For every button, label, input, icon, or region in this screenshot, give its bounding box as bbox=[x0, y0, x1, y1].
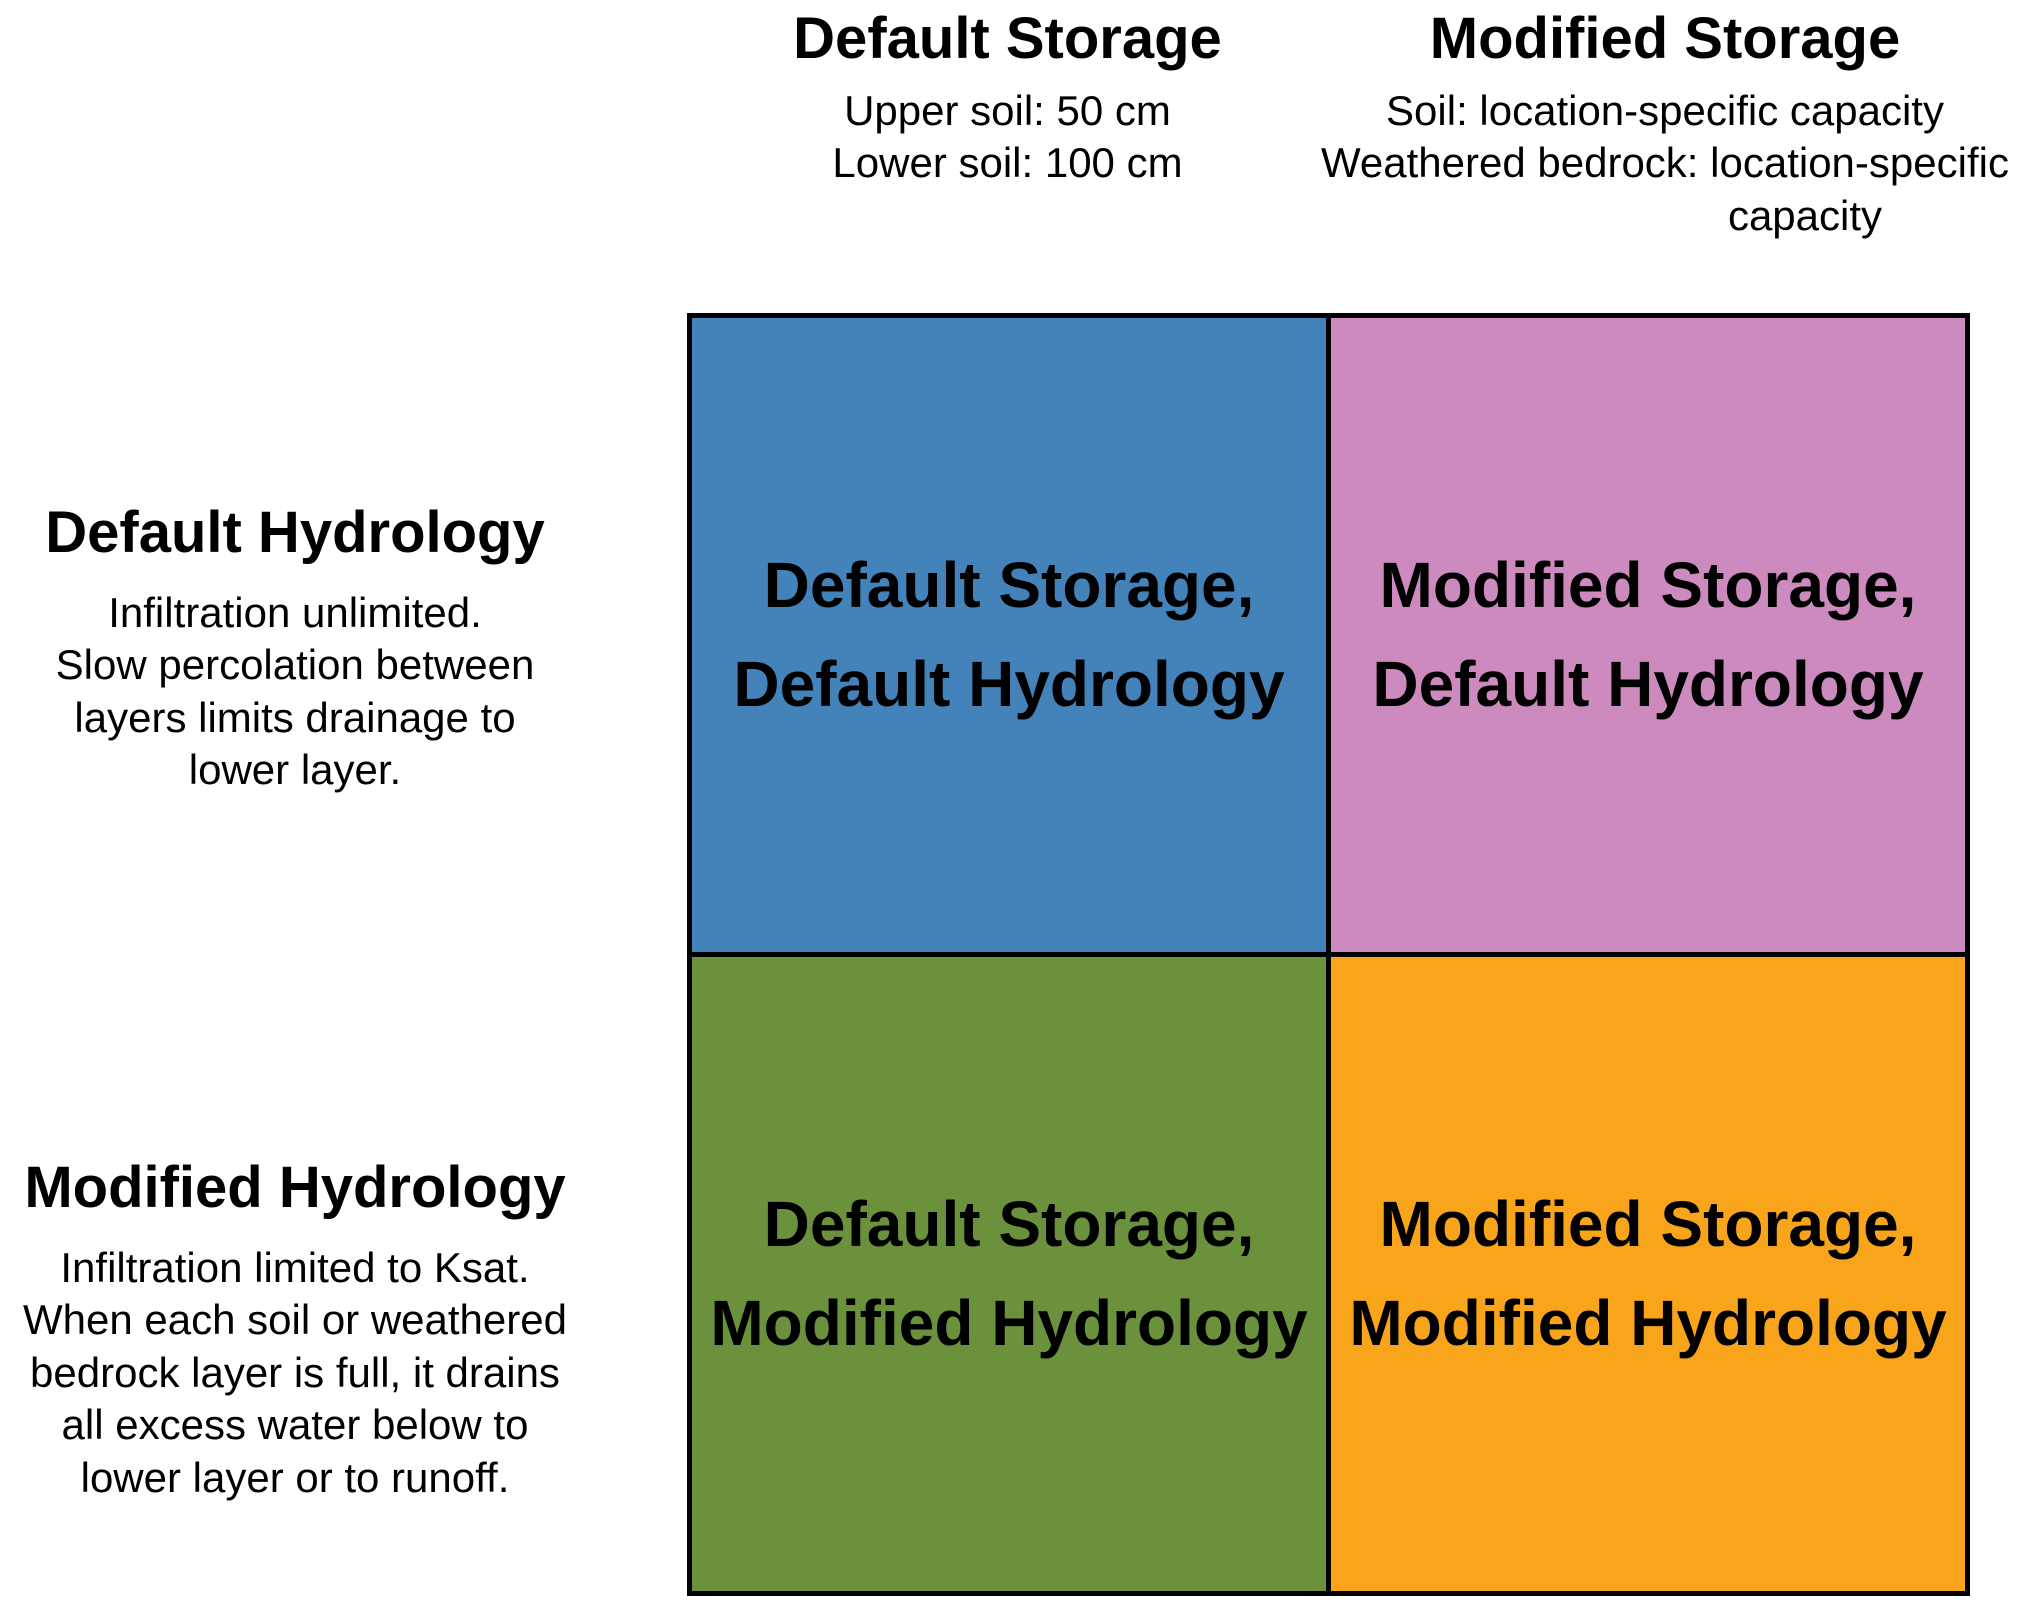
quadrant-matrix: Default Storage, Default Hydrology Modif… bbox=[687, 313, 1970, 1596]
row-subtext-line: Infiltration limited to Ksat. bbox=[60, 1243, 530, 1291]
quadrant-label-line: Modified Hydrology bbox=[1349, 1287, 1947, 1359]
column-subtext-line: Soil: location-specific capacity bbox=[1386, 86, 1944, 134]
column-subtext-line: Upper soil: 50 cm bbox=[844, 86, 1171, 134]
quadrant-modified-storage-default-hydrology: Modified Storage, Default Hydrology bbox=[1331, 318, 1965, 952]
column-subtext-line: Weathered bedrock: location-specific bbox=[1321, 139, 2009, 187]
row-subtext-line: lower layer. bbox=[188, 746, 402, 794]
column-title-modified-storage: Modified Storage bbox=[1429, 6, 1901, 71]
row-header-modified-hydrology: Modified Hydrology Infiltration limited … bbox=[0, 1155, 590, 1504]
quadrant-label-line: Default Storage, bbox=[763, 1187, 1255, 1260]
row-subtext-modified-hydrology: Infiltration limited to Ksat. When each … bbox=[0, 1242, 590, 1505]
row-subtext-line: Infiltration unlimited. bbox=[108, 588, 482, 636]
row-subtext-line: all excess water below to bbox=[61, 1401, 529, 1449]
column-subtext-modified-storage: Soil: location-specific capacity Weather… bbox=[1288, 85, 2042, 243]
row-subtext-line: Slow percolation between bbox=[55, 641, 535, 689]
column-subtext-default-storage: Upper soil: 50 cm Lower soil: 100 cm bbox=[687, 85, 1328, 190]
quadrant-default-storage-default-hydrology: Default Storage, Default Hydrology bbox=[692, 318, 1326, 952]
quadrant-label-line: Modified Storage, bbox=[1379, 548, 1917, 621]
quadrant-default-storage-modified-hydrology: Default Storage, Modified Hydrology bbox=[692, 957, 1326, 1591]
quadrant-label-line: Modified Hydrology bbox=[710, 1287, 1308, 1359]
column-subtext-line: capacity bbox=[1727, 191, 1883, 239]
row-subtext-line: layers limits drainage to bbox=[74, 693, 516, 741]
row-subtext-line: bedrock layer is full, it drains bbox=[30, 1348, 560, 1396]
column-header-modified-storage: Modified Storage Soil: location-specific… bbox=[1288, 6, 2042, 242]
column-title-default-storage: Default Storage bbox=[793, 6, 1222, 71]
row-subtext-line: lower layer or to runoff. bbox=[80, 1453, 510, 1501]
row-title-modified-hydrology: Modified Hydrology bbox=[24, 1155, 566, 1220]
column-header-default-storage: Default Storage Upper soil: 50 cm Lower … bbox=[687, 6, 1328, 190]
quadrant-label-line: Default Hydrology bbox=[733, 648, 1285, 720]
row-subtext-line: When each soil or weathered bbox=[23, 1296, 567, 1344]
column-subtext-line: Lower soil: 100 cm bbox=[832, 139, 1183, 187]
quadrant-label-line: Default Hydrology bbox=[1372, 648, 1924, 720]
quadrant-label-line: Modified Storage, bbox=[1379, 1187, 1917, 1260]
row-header-default-hydrology: Default Hydrology Infiltration unlimited… bbox=[0, 500, 590, 797]
row-subtext-default-hydrology: Infiltration unlimited. Slow percolation… bbox=[0, 587, 590, 797]
quadrant-modified-storage-modified-hydrology: Modified Storage, Modified Hydrology bbox=[1331, 957, 1965, 1591]
row-title-default-hydrology: Default Hydrology bbox=[45, 500, 545, 565]
quadrant-label-line: Default Storage, bbox=[763, 548, 1255, 621]
